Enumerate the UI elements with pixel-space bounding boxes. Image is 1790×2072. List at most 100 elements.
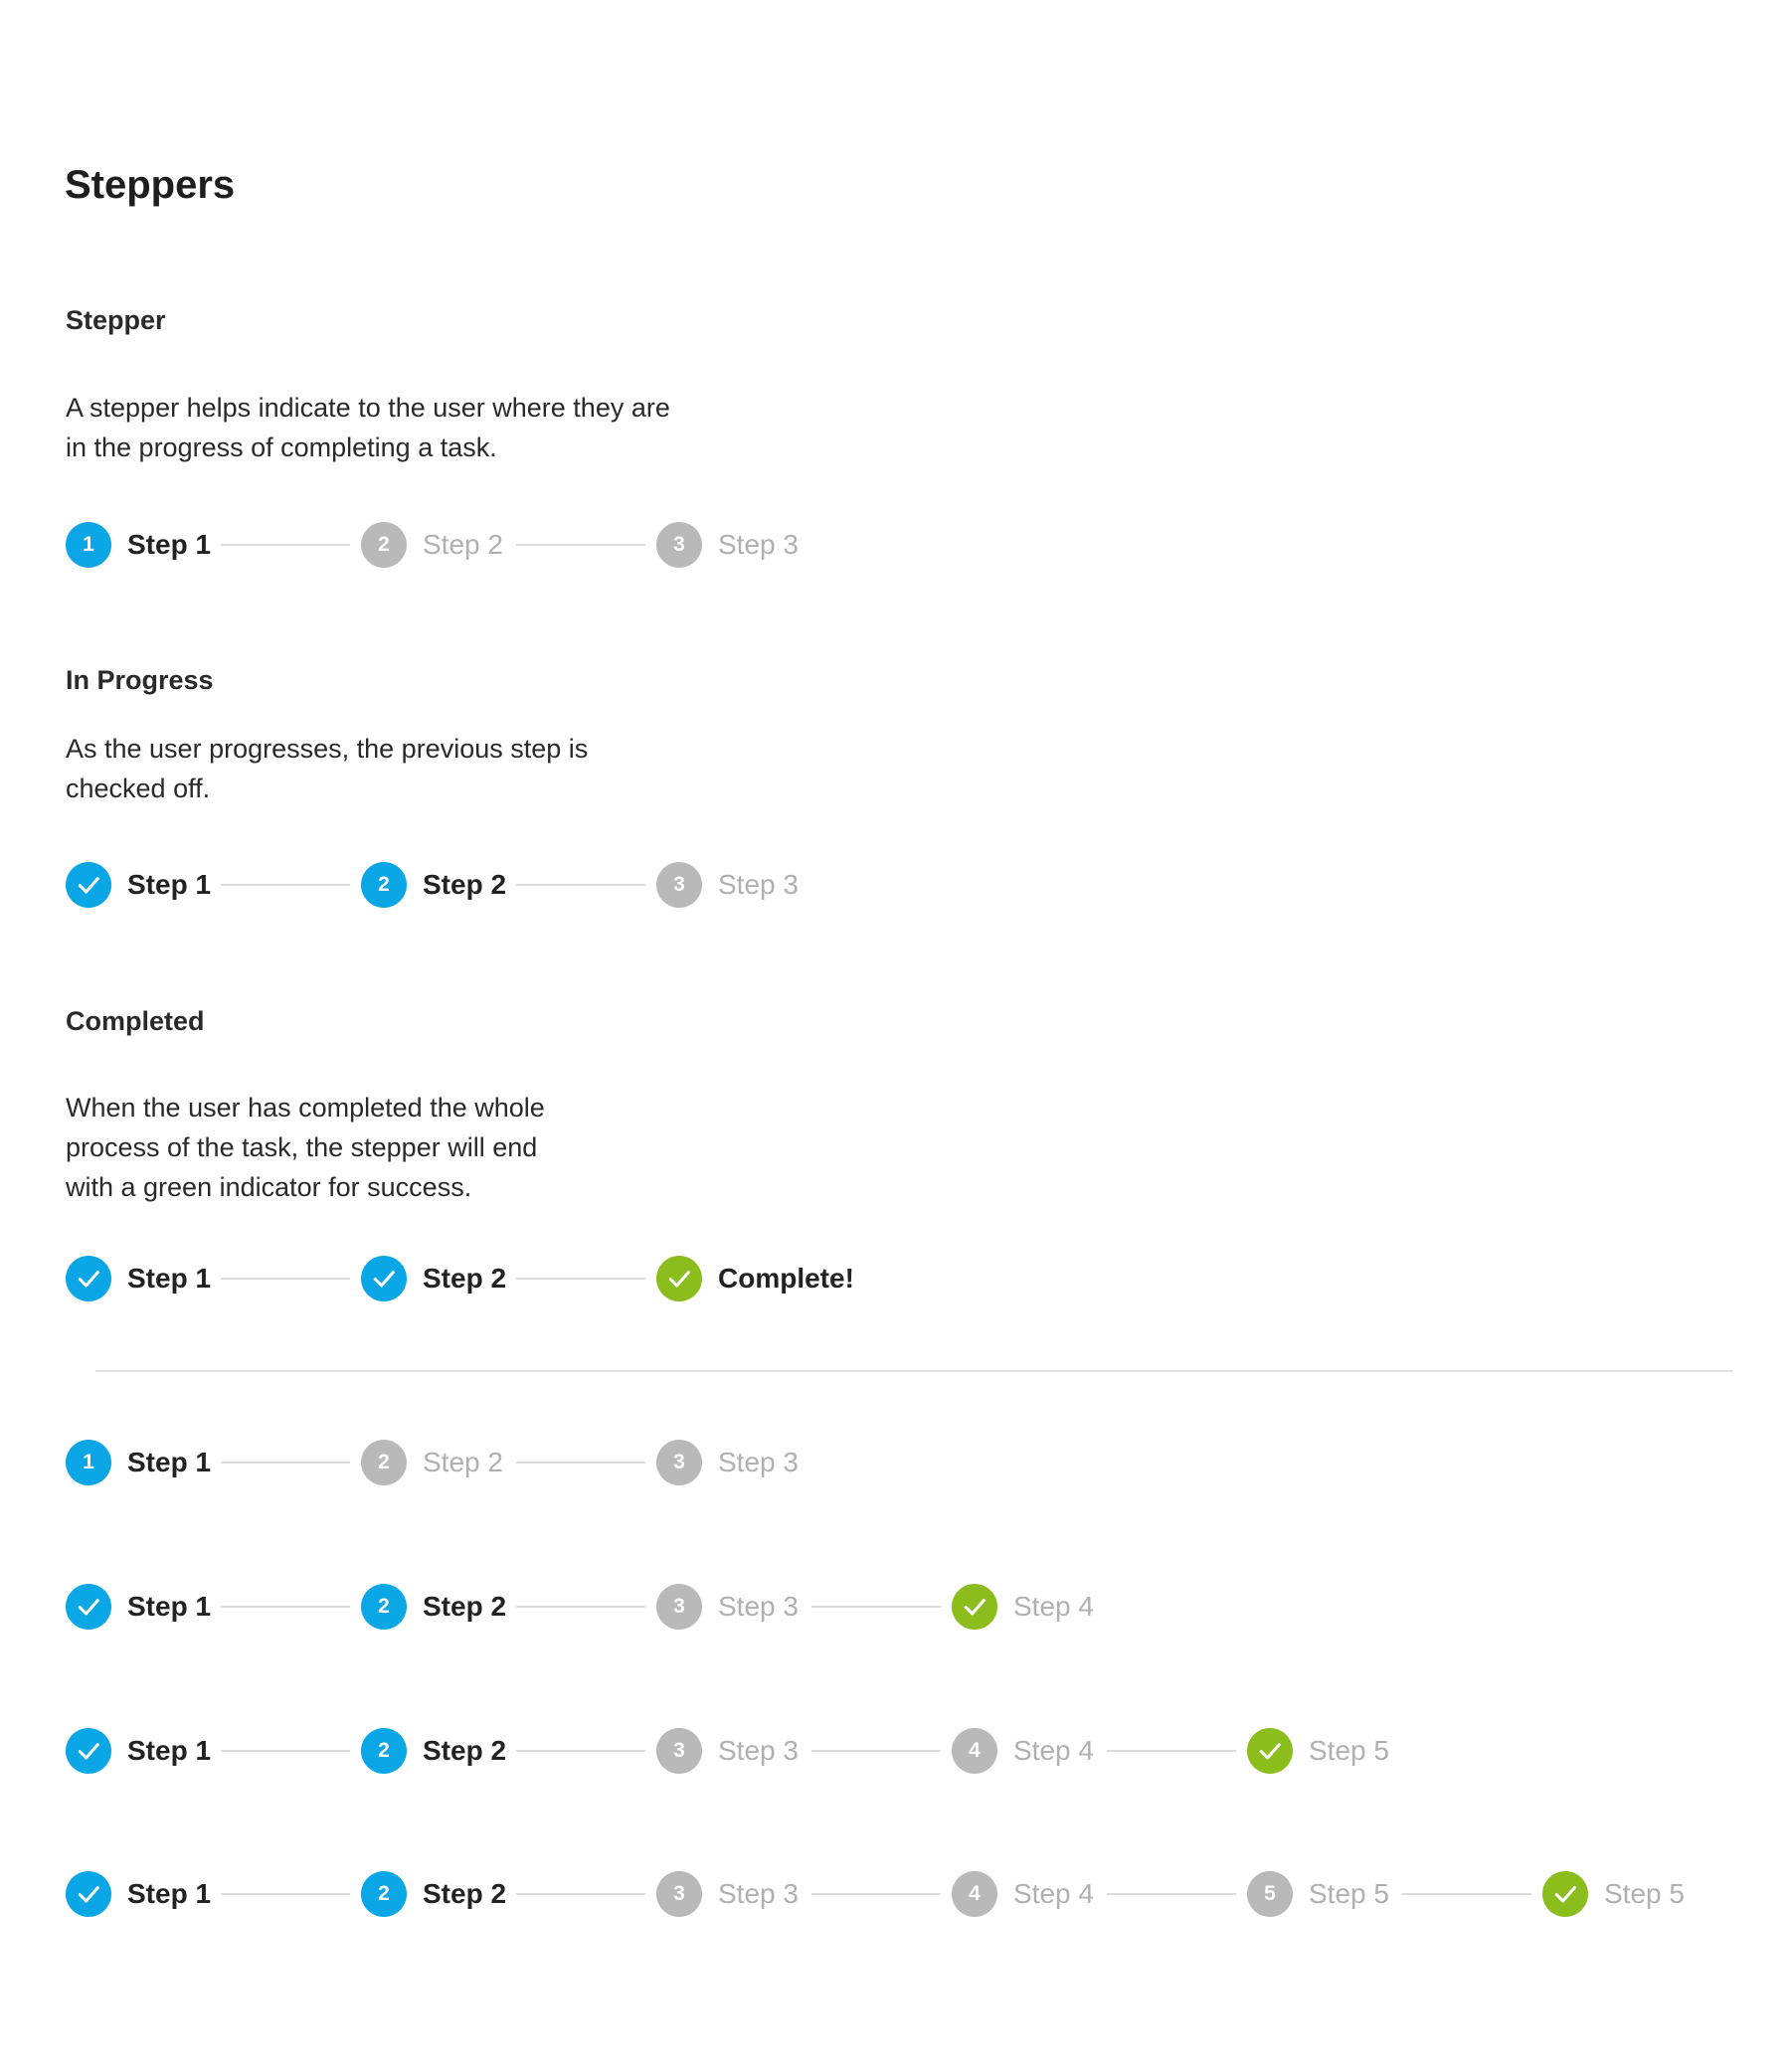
- step-label: Step 3: [718, 869, 799, 900]
- step-label: Step 3: [718, 1447, 799, 1477]
- step-connector: [516, 1462, 645, 1464]
- section-description-in-progress: As the user progresses, the previous ste…: [66, 729, 588, 808]
- description-line: checked off.: [66, 774, 211, 803]
- page-title: Steppers: [65, 163, 236, 207]
- step-label: Step 1: [127, 529, 212, 560]
- section-divider: [95, 1370, 1732, 1372]
- section-title-stepper: Stepper: [66, 305, 166, 335]
- step-label: Step 2: [423, 529, 503, 560]
- check-icon: [66, 1728, 111, 1774]
- step-connector: [221, 1893, 350, 1895]
- step-connector: [221, 884, 350, 886]
- step-1[interactable]: Step 1: [66, 1584, 211, 1630]
- check-icon: [66, 862, 111, 908]
- description-line: A stepper helps indicate to the user whe…: [66, 393, 670, 423]
- step-2[interactable]: 2 Step 2: [361, 1871, 506, 1917]
- check-icon: [952, 1584, 997, 1630]
- step-number: 2: [361, 1728, 407, 1774]
- step-label: Step 1: [127, 1878, 212, 1909]
- step-label: Step 5: [1309, 1878, 1389, 1909]
- step-label: Step 5: [1309, 1735, 1389, 1766]
- check-icon: [361, 1256, 407, 1301]
- step-number: 3: [656, 1728, 702, 1774]
- step-connector: [1107, 1750, 1236, 1752]
- step-number: 1: [66, 1440, 111, 1485]
- step-connector: [1107, 1893, 1236, 1895]
- step-connector: [516, 1278, 645, 1280]
- step-number: 2: [361, 1871, 407, 1917]
- step-number: 2: [361, 862, 407, 908]
- step-3[interactable]: Complete!: [656, 1256, 854, 1301]
- step-connector: [811, 1750, 941, 1752]
- step-4[interactable]: Step 4: [952, 1584, 1094, 1630]
- step-connector: [516, 884, 645, 886]
- step-5[interactable]: Step 5: [1247, 1728, 1389, 1774]
- step-connector: [1402, 1893, 1531, 1895]
- step-number: 4: [952, 1728, 997, 1774]
- step-number: 2: [361, 1440, 407, 1485]
- check-icon: [656, 1256, 702, 1301]
- step-label: Step 2: [423, 1591, 507, 1622]
- step-label: Complete!: [718, 1263, 854, 1294]
- step-2[interactable]: 2 Step 2: [361, 522, 503, 568]
- step-3[interactable]: 3 Step 3: [656, 862, 799, 908]
- section-description-stepper: A stepper helps indicate to the user whe…: [66, 388, 670, 467]
- step-4[interactable]: 4 Step 4: [952, 1728, 1094, 1774]
- section-description-completed: When the user has completed the whole pr…: [66, 1088, 545, 1207]
- step-number: 3: [656, 1584, 702, 1630]
- step-connector: [516, 1606, 645, 1608]
- step-1[interactable]: Step 1: [66, 1728, 211, 1774]
- step-label: Step 1: [127, 1591, 212, 1622]
- check-icon: [66, 1256, 111, 1301]
- step-connector: [516, 1750, 645, 1752]
- step-label: Step 2: [423, 1878, 507, 1909]
- step-1[interactable]: Step 1: [66, 1256, 211, 1301]
- step-2[interactable]: 2 Step 2: [361, 1440, 503, 1485]
- check-icon: [66, 1871, 111, 1917]
- step-number: 4: [952, 1871, 997, 1917]
- step-6[interactable]: Step 5: [1542, 1871, 1685, 1917]
- step-2[interactable]: 2 Step 2: [361, 862, 506, 908]
- step-number: 2: [361, 522, 407, 568]
- stepper-completed: Step 1 Step 2 Complete!: [66, 1256, 1756, 1301]
- description-line: in the progress of completing a task.: [66, 432, 497, 462]
- section-title-in-progress: In Progress: [66, 665, 214, 695]
- step-label: Step 3: [718, 1735, 799, 1766]
- step-connector: [811, 1893, 941, 1895]
- step-label: Step 2: [423, 869, 507, 900]
- step-2[interactable]: Step 2: [361, 1256, 506, 1301]
- step-connector: [221, 1750, 350, 1752]
- check-icon: [1247, 1728, 1293, 1774]
- step-3[interactable]: 3 Step 3: [656, 1440, 799, 1485]
- check-icon: [66, 1584, 111, 1630]
- step-label: Step 4: [1013, 1735, 1094, 1766]
- step-label: Step 1: [127, 869, 212, 900]
- stepper-in-progress: Step 1 2 Step 2 3 Step 3: [66, 862, 1756, 908]
- step-1[interactable]: Step 1: [66, 862, 211, 908]
- step-number: 3: [656, 1440, 702, 1485]
- step-label: Step 2: [423, 1263, 507, 1294]
- description-line: As the user progresses, the previous ste…: [66, 734, 589, 764]
- step-label: Step 3: [718, 529, 799, 560]
- step-label: Step 1: [127, 1263, 212, 1294]
- step-number: 3: [656, 862, 702, 908]
- section-title-completed: Completed: [66, 1006, 205, 1036]
- step-3[interactable]: 3 Step 3: [656, 1728, 799, 1774]
- step-1[interactable]: Step 1: [66, 1871, 211, 1917]
- step-connector: [516, 1893, 645, 1895]
- step-number: 3: [656, 1871, 702, 1917]
- step-label: Step 2: [423, 1447, 503, 1477]
